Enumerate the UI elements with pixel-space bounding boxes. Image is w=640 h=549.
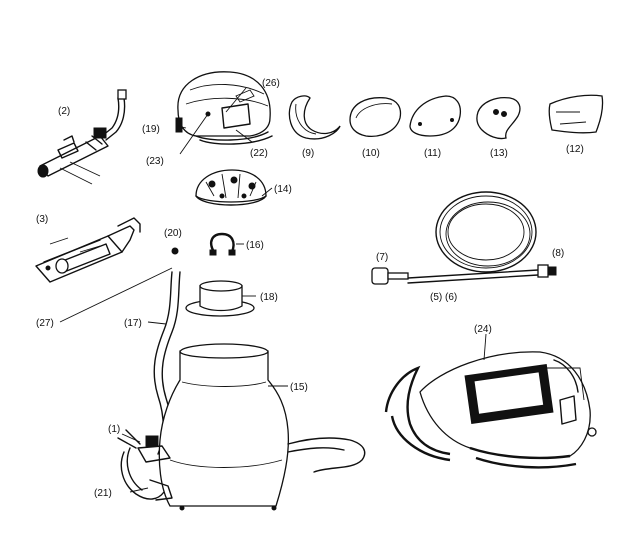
- label-part-14: (14): [274, 184, 292, 195]
- part-12-visor-cover: [548, 94, 604, 134]
- label-part-7: (7): [376, 252, 388, 263]
- label-part-9: (9): [302, 148, 314, 159]
- label-part-21: (21): [94, 488, 112, 499]
- label-part-15: (15): [290, 382, 308, 393]
- part-18-collar: [185, 280, 255, 317]
- label-part-12: (12): [566, 144, 584, 155]
- label-part-5-6: (5) (6): [430, 292, 457, 303]
- part-labels: (2) (3) (26) (19) (23) (22) (9) (10) (11…: [36, 78, 584, 499]
- label-part-19: (19): [142, 124, 160, 135]
- label-part-20: (20): [164, 228, 182, 239]
- label-part-24: (24): [474, 324, 492, 335]
- label-part-17: (17): [124, 318, 142, 329]
- label-part-8: (8): [552, 248, 564, 259]
- part-14-suspension: [195, 169, 267, 206]
- part-7-coupler: [371, 267, 409, 285]
- part-5-6-hose-coil: [407, 191, 539, 284]
- label-part-13: (13): [490, 148, 508, 159]
- leader-lines: [59, 87, 487, 493]
- label-part-27: (27): [36, 318, 54, 329]
- part-15-hood: [158, 343, 366, 511]
- helmet: [175, 71, 273, 145]
- label-part-3: (3): [36, 214, 48, 225]
- label-part-16: (16): [246, 240, 264, 251]
- part-1-21-belt-valve: [117, 429, 173, 501]
- label-part-22: (22): [250, 148, 268, 159]
- label-part-23: (23): [146, 156, 164, 167]
- part-3-flow-assembly: [35, 217, 141, 283]
- label-part-1: (1): [108, 424, 120, 435]
- part-9-visor-frame: [288, 95, 341, 140]
- part-2-regulator-valve: [37, 89, 127, 185]
- part-16-clip: [209, 232, 236, 256]
- label-part-26: (26): [262, 78, 280, 89]
- label-part-11: (11): [424, 148, 441, 159]
- part-13-visor: [476, 96, 521, 140]
- label-part-10: (10): [362, 148, 380, 159]
- part-11-visor: [409, 95, 462, 137]
- part-10-visor: [349, 97, 402, 138]
- label-part-18: (18): [260, 292, 278, 303]
- part-8-connector: [537, 264, 557, 278]
- part-20-fitting: [171, 247, 179, 255]
- label-part-2: (2): [58, 106, 70, 117]
- part-24-welding-shield: [384, 351, 597, 469]
